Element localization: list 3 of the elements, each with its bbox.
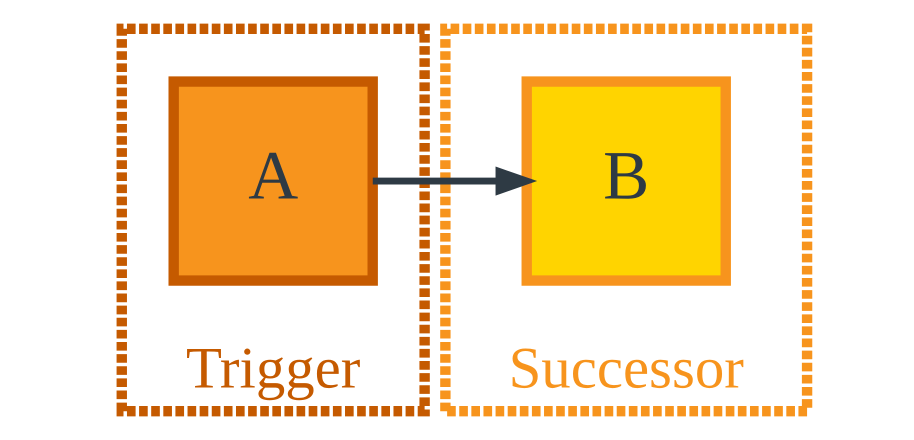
arrow bbox=[372, 166, 537, 196]
node-box: B bbox=[521, 76, 730, 286]
node-box: A bbox=[168, 76, 378, 286]
